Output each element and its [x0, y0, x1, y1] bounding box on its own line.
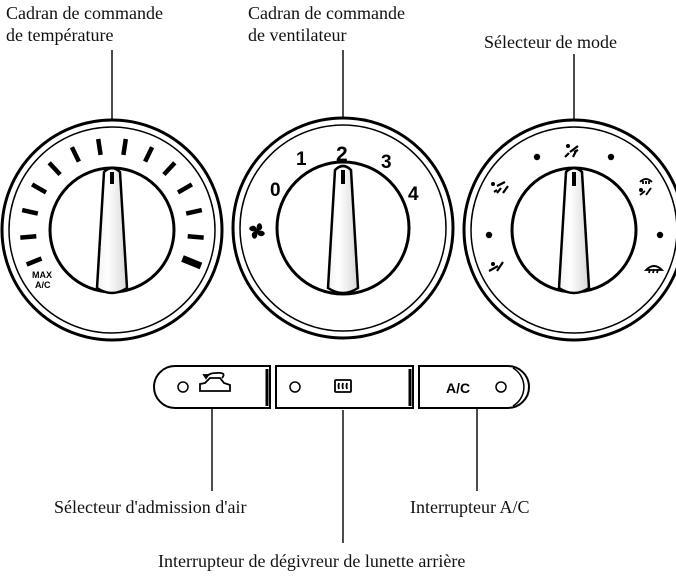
temperature-tick: [25, 256, 43, 267]
fan-dial-inner-ring: [239, 124, 447, 332]
temperature-tick: [187, 234, 204, 240]
car-recirculation-icon: [199, 371, 231, 392]
temperature-dial-inner-ring: [8, 126, 216, 334]
temperature-knob-edge: [99, 289, 125, 294]
fan-knob-edge: [330, 289, 356, 294]
temperature-tick: [30, 182, 48, 195]
temperature-dial-label-line2: de température: [6, 25, 114, 45]
bilevel-vent-icon: [491, 181, 509, 194]
temperature-tick: [181, 255, 203, 270]
ac-switch-label: Interrupteur A/C: [410, 497, 530, 517]
temperature-tick: [185, 207, 203, 216]
air-intake-button[interactable]: [153, 365, 271, 409]
ac-indicator-light: [495, 381, 507, 393]
rear-defrost-indicator-light: [289, 381, 301, 393]
temperature-tick: [162, 161, 177, 177]
mode-selector-dial[interactable]: [462, 118, 676, 342]
temperature-tick: [176, 182, 194, 195]
temperature-dial-label-line1: Cadran de commande: [6, 3, 163, 23]
fan-dial-label-line1: Cadran de commande: [248, 3, 405, 23]
temperature-dial[interactable]: MAX A/C: [0, 118, 224, 342]
temperature-dial-label: Cadran de commande de température: [6, 2, 163, 46]
temperature-tick: [20, 234, 37, 240]
temperature-tick: [143, 146, 155, 163]
temperature-tick: [95, 138, 103, 156]
fan-speed-2: 2: [336, 143, 348, 166]
temperature-tick: [69, 146, 81, 163]
fan-dial[interactable]: 0 1 2 3 4: [231, 116, 455, 340]
temperature-ticks: [20, 138, 204, 270]
defrost-icon: [643, 265, 665, 274]
floor-vent-icon: [488, 261, 504, 272]
mode-selector-label: Sélecteur de mode: [484, 32, 617, 52]
fan-speed-0: 0: [270, 180, 281, 201]
fan-speed-4: 4: [408, 184, 419, 205]
face-vent-icon: [564, 144, 579, 158]
temperature-tick: [121, 138, 129, 156]
fan-dial-label: Cadran de commande de ventilateur: [248, 2, 405, 46]
rear-defrost-button[interactable]: [275, 365, 414, 409]
floor-defrost-icon: [639, 178, 653, 196]
ac-button-label: A/C: [446, 380, 470, 396]
ac-button[interactable]: A/C: [418, 365, 530, 409]
air-intake-label: Sélecteur d'admission d'air: [54, 497, 247, 517]
mode-knob-edge: [561, 289, 587, 294]
fan-icon: [249, 223, 265, 239]
mode-dots: [485, 153, 664, 239]
max-ac-text-bottom: A/C: [35, 280, 51, 290]
rear-defrost-icon: [334, 379, 352, 393]
fan-speed-3: 3: [381, 152, 392, 173]
rear-defrost-label: Interrupteur de dégivreur de lunette arr…: [158, 551, 466, 571]
air-intake-indicator-light: [177, 381, 189, 393]
max-ac-text-top: MAX: [32, 270, 52, 280]
fan-dial-label-line2: de ventilateur: [248, 25, 347, 45]
mode-dial-inner-ring: [470, 126, 676, 334]
temperature-tick: [47, 161, 62, 177]
temperature-tick: [21, 207, 39, 216]
fan-speed-1: 1: [296, 149, 307, 170]
